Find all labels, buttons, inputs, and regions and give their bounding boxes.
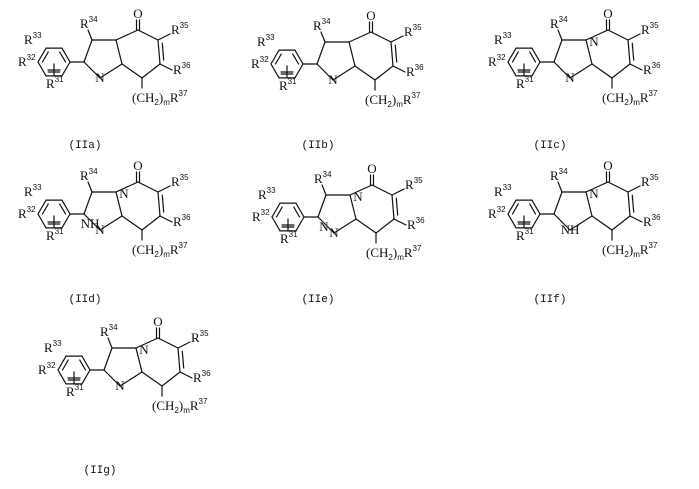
r31-label: R31 bbox=[516, 75, 534, 91]
chain-label: (CH2)mR37 bbox=[152, 397, 208, 415]
r34-label: R34 bbox=[313, 17, 331, 33]
r32-label: R32 bbox=[18, 53, 36, 69]
ring-atom-n: N bbox=[589, 186, 599, 201]
chain-label: (CH2)mR37 bbox=[365, 91, 421, 109]
carbonyl-oxygen: O bbox=[603, 158, 612, 173]
r34-label: R34 bbox=[550, 167, 568, 183]
ring-atom-n: N bbox=[329, 225, 339, 240]
ring-atom-n: N bbox=[119, 186, 129, 201]
r35-label: R35 bbox=[641, 21, 659, 37]
compound-caption: (IIa) bbox=[68, 140, 101, 152]
ring-atom-nh: NH bbox=[81, 216, 100, 231]
r32-label: R32 bbox=[488, 53, 506, 69]
r34-label: R34 bbox=[314, 170, 332, 186]
carbonyl-oxygen: O bbox=[153, 314, 162, 329]
r32-label: R32 bbox=[252, 208, 270, 224]
carbonyl-oxygen: O bbox=[133, 158, 142, 173]
compound-caption: (IId) bbox=[68, 294, 101, 306]
r31-label: R31 bbox=[66, 383, 84, 399]
ring-atom-nh: NH bbox=[561, 222, 580, 237]
r36-label: R36 bbox=[407, 216, 425, 232]
ring-atom-n: N bbox=[565, 70, 575, 85]
r33-label: R33 bbox=[24, 183, 42, 199]
r34-label: R34 bbox=[80, 167, 98, 183]
ring-atom-n: N bbox=[319, 219, 329, 234]
r31-label: R31 bbox=[280, 230, 298, 246]
r33-label: R33 bbox=[24, 31, 42, 47]
carbonyl-oxygen: O bbox=[133, 6, 142, 21]
carbonyl-oxygen: O bbox=[367, 161, 376, 176]
r35-label: R35 bbox=[641, 173, 659, 189]
chain-label: (CH2)mR37 bbox=[132, 241, 188, 259]
compound-5: R33R32R31R34OR35R36NNN(CH2)mR37(IIe) bbox=[252, 161, 425, 306]
compound-caption: (IIc) bbox=[533, 140, 566, 152]
r35-label: R35 bbox=[191, 329, 209, 345]
carbonyl-oxygen: O bbox=[603, 6, 612, 21]
chain-label: (CH2)mR37 bbox=[602, 241, 658, 259]
compound-caption: (IIe) bbox=[301, 294, 334, 306]
ring-atom-n: N bbox=[139, 342, 149, 357]
r35-label: R35 bbox=[171, 173, 189, 189]
ring-atom-n: N bbox=[115, 378, 125, 393]
ring-atom-n: N bbox=[353, 189, 363, 204]
ring-atom-n: N bbox=[328, 72, 338, 87]
chain-label: (CH2)mR37 bbox=[602, 89, 658, 107]
r36-label: R36 bbox=[173, 213, 191, 229]
r31-label: R31 bbox=[46, 227, 64, 243]
r31-label: R31 bbox=[279, 77, 297, 93]
compound-6: R33R32R31 R34 O R35R36NH N (CH2)mR37 (IIf) bbox=[488, 158, 661, 306]
compound-2: R33R32R31 R34 O R35R36N (CH2)mR37 (IIb) bbox=[251, 8, 424, 152]
r33-label: R33 bbox=[257, 33, 275, 49]
compound-4: R33R32R31R34OR35R36NNNH(CH2)mR37(IId) bbox=[18, 158, 191, 306]
r36-label: R36 bbox=[643, 61, 661, 77]
compound-caption: (IIf) bbox=[533, 294, 566, 306]
r33-label: R33 bbox=[44, 339, 62, 355]
compound-3: R33R32R31R34OR35R36NN(CH2)mR37(IIc) bbox=[488, 6, 661, 152]
r33-label: R33 bbox=[494, 31, 512, 47]
compound-caption: (IIg) bbox=[83, 465, 116, 477]
compound-7: R33R32R31R34OR35R36NN(CH2)mR37(IIg) bbox=[38, 314, 211, 477]
r34-label: R34 bbox=[100, 323, 118, 339]
r36-label: R36 bbox=[193, 369, 211, 385]
r33-label: R33 bbox=[494, 183, 512, 199]
compound-1: R33R32R31 R34 O R35R36N (CH2)mR37 (IIa) bbox=[18, 6, 191, 152]
r31-label: R31 bbox=[516, 227, 534, 243]
carbonyl-oxygen: O bbox=[366, 8, 375, 23]
r35-label: R35 bbox=[404, 23, 422, 39]
r33-label: R33 bbox=[258, 186, 276, 202]
compound-caption: (IIb) bbox=[301, 140, 334, 152]
ring-atom-n: N bbox=[589, 34, 599, 49]
r35-label: R35 bbox=[171, 21, 189, 37]
r35-label: R35 bbox=[405, 176, 423, 192]
r34-label: R34 bbox=[550, 15, 568, 31]
chain-label: (CH2)mR37 bbox=[366, 244, 422, 262]
r36-label: R36 bbox=[406, 63, 424, 79]
r32-label: R32 bbox=[38, 361, 56, 377]
r32-label: R32 bbox=[488, 205, 506, 221]
chain-label: (CH2)mR37 bbox=[132, 89, 188, 107]
r32-label: R32 bbox=[18, 205, 36, 221]
ring-atom-n: N bbox=[95, 70, 105, 85]
r31-label: R31 bbox=[46, 75, 64, 91]
r34-label: R34 bbox=[80, 15, 98, 31]
r36-label: R36 bbox=[173, 61, 191, 77]
r36-label: R36 bbox=[643, 213, 661, 229]
r32-label: R32 bbox=[251, 55, 269, 71]
